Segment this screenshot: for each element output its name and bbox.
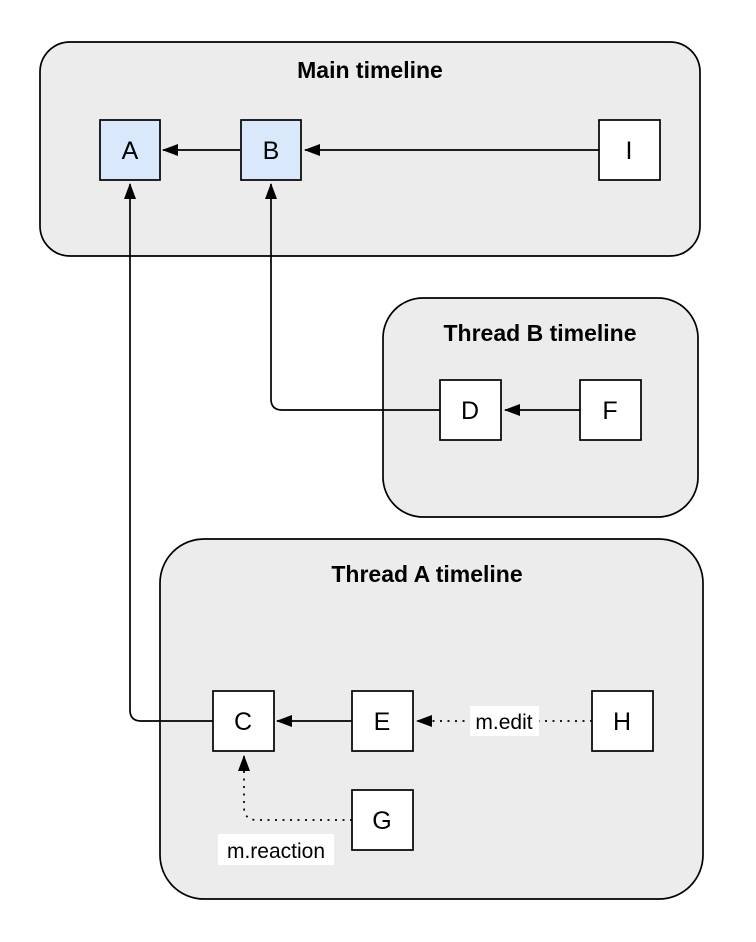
node-a-label: A: [122, 137, 139, 165]
thread-b-timeline-container: Thread B timeline: [382, 297, 699, 518]
node-e-label: E: [374, 708, 391, 736]
edge-g-to-c: [238, 755, 352, 821]
node-f-box: [579, 379, 642, 441]
edge-c-to-a: [124, 183, 213, 722]
main-timeline-box: [39, 41, 701, 257]
node-d-box: [439, 379, 502, 441]
node-g-box: [351, 789, 414, 851]
node-c: C: [212, 690, 275, 752]
node-g-label: G: [372, 807, 391, 835]
thread-a-timeline-title: Thread A timeline: [331, 561, 522, 587]
main-timeline-title: Main timeline: [297, 57, 443, 83]
node-b-label: B: [263, 137, 280, 165]
node-b: B: [240, 119, 302, 181]
node-c-box: [212, 690, 275, 752]
thread-b-timeline-box: [382, 297, 699, 518]
node-f: F: [579, 379, 642, 441]
node-h: H: [591, 690, 654, 752]
edge-label-m-reaction: m.reaction: [218, 834, 334, 865]
main-timeline-container: Main timeline: [39, 41, 701, 257]
node-c-label: C: [234, 708, 252, 736]
edge-label-m-edit-bg: [470, 706, 539, 736]
node-h-box: [591, 690, 654, 752]
edge-label-m-edit-text: m.edit: [475, 711, 532, 734]
node-a: A: [99, 119, 161, 181]
node-i-label: I: [626, 137, 633, 165]
node-b-box: [240, 119, 302, 181]
edge-label-m-reaction-bg: [218, 834, 334, 865]
node-i-box: [598, 119, 661, 181]
node-h-label: H: [613, 708, 631, 736]
node-e: E: [351, 690, 414, 752]
thread-b-timeline-title: Thread B timeline: [444, 320, 637, 346]
edge-label-m-edit: m.edit: [470, 706, 539, 736]
edge-label-m-reaction-text: m.reaction: [227, 840, 325, 863]
node-d: D: [439, 379, 502, 441]
node-a-box: [99, 119, 161, 181]
edge-d-to-b: [265, 183, 440, 411]
node-f-label: F: [602, 397, 617, 425]
node-d-label: D: [461, 397, 479, 425]
node-g: G: [351, 789, 414, 851]
node-i: I: [598, 119, 661, 181]
node-e-box: [351, 690, 414, 752]
